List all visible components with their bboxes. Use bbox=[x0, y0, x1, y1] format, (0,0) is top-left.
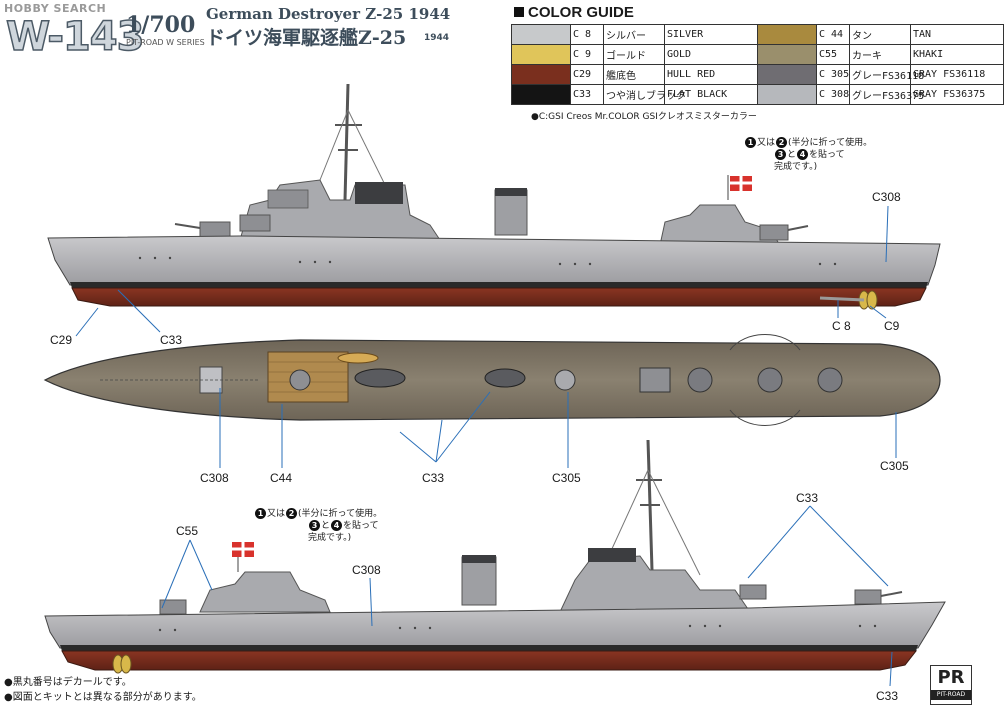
callout-c308-plan: C308 bbox=[200, 471, 229, 485]
flag-note-paste: を貼って bbox=[343, 521, 379, 531]
flag-note-done: 完成です。) bbox=[308, 533, 352, 543]
flag-note-or: 又は bbox=[267, 509, 286, 519]
color-guide-heading-text: COLOR GUIDE bbox=[528, 4, 634, 21]
color-code: C 305 bbox=[816, 64, 850, 85]
model-scale: 1/700 bbox=[126, 12, 196, 38]
callout-c305-plan-right: C305 bbox=[880, 459, 909, 473]
callout-c33-bottom: C33 bbox=[876, 689, 898, 703]
footnote-difference: ●図面とキットとは異なる部分があります。 bbox=[4, 692, 202, 703]
decal-number-2: 2 bbox=[776, 137, 788, 148]
flag-note-done: 完成です。) bbox=[774, 162, 818, 172]
callout-c308-top: C308 bbox=[872, 190, 901, 204]
callout-c305-plan: C305 bbox=[552, 471, 581, 485]
color-code: C33 bbox=[570, 84, 604, 105]
watermark-text: HOBBY SEARCH bbox=[4, 2, 107, 15]
callout-c9: C9 bbox=[884, 319, 900, 333]
color-swatch bbox=[757, 64, 817, 85]
callout-c308-bottom: C308 bbox=[352, 563, 381, 577]
pit-road-logo: PR PIT-ROAD bbox=[930, 665, 972, 705]
plan-view bbox=[43, 334, 941, 426]
flag-note-and: と bbox=[787, 150, 797, 160]
callout-c33-bottom-top: C33 bbox=[796, 491, 818, 505]
callout-c33-top: C33 bbox=[160, 333, 182, 347]
side-profile-bottom bbox=[44, 439, 946, 674]
title-japanese: ドイツ海軍駆逐艦Z-25 bbox=[206, 27, 407, 49]
decal-number-3: 3 bbox=[775, 149, 786, 160]
decal-number-4: 4 bbox=[797, 149, 809, 160]
color-guide-note: ●C:GSI Creos Mr.COLOR GSIクレオスミスターカラー bbox=[531, 112, 757, 122]
footnote-decal: ●黒丸番号はデカールです。 bbox=[4, 677, 132, 688]
color-name-jp: グレーFS36375 bbox=[849, 84, 924, 105]
color-swatch bbox=[511, 24, 571, 45]
color-swatch bbox=[757, 84, 817, 105]
title-year: 1944 bbox=[424, 33, 450, 43]
callout-c55: C55 bbox=[176, 524, 198, 538]
series-name: PIT-ROAD W SERIES bbox=[126, 38, 205, 47]
color-guide-heading: COLOR GUIDE bbox=[514, 4, 634, 21]
flag-note-or: 又は bbox=[757, 138, 776, 148]
decal-number-1: 1 bbox=[255, 508, 266, 519]
title-english: German Destroyer Z-25 1944 bbox=[206, 5, 451, 23]
logo-text: PIT-ROAD bbox=[931, 690, 971, 700]
decal-number-1: 1 bbox=[745, 137, 756, 148]
color-name-en: GRAY FS36375 bbox=[910, 84, 1004, 105]
flag-note-and: と bbox=[321, 521, 331, 531]
flag-note-paste: を貼って bbox=[809, 150, 845, 160]
flag-note-half: (半分に折って使用。 bbox=[788, 138, 873, 148]
model-code: W-143 bbox=[5, 13, 145, 61]
color-swatch bbox=[511, 44, 571, 65]
color-swatch bbox=[511, 84, 571, 105]
callout-c44: C44 bbox=[270, 471, 292, 485]
decal-number-4: 4 bbox=[331, 520, 343, 531]
side-profile-top bbox=[47, 83, 941, 310]
callout-c33-plan: C33 bbox=[422, 471, 444, 485]
decal-number-3: 3 bbox=[309, 520, 320, 531]
color-name-jp: つや消しブラック bbox=[603, 84, 686, 105]
flag-note-half: (半分に折って使用。 bbox=[298, 509, 383, 519]
color-code: C 308 bbox=[816, 84, 850, 105]
leader-lines bbox=[75, 205, 897, 687]
footnotes: ●黒丸番号はデカールです。 ●図面とキットとは異なる部分があります。 bbox=[4, 675, 202, 705]
logo-mark: PR bbox=[937, 667, 965, 688]
heading-square-icon bbox=[514, 7, 524, 17]
decal-number-2: 2 bbox=[286, 508, 298, 519]
callout-c29: C29 bbox=[50, 333, 72, 347]
color-name-jp: グレーFS36118 bbox=[849, 64, 924, 85]
callout-c8: C 8 bbox=[832, 319, 851, 333]
